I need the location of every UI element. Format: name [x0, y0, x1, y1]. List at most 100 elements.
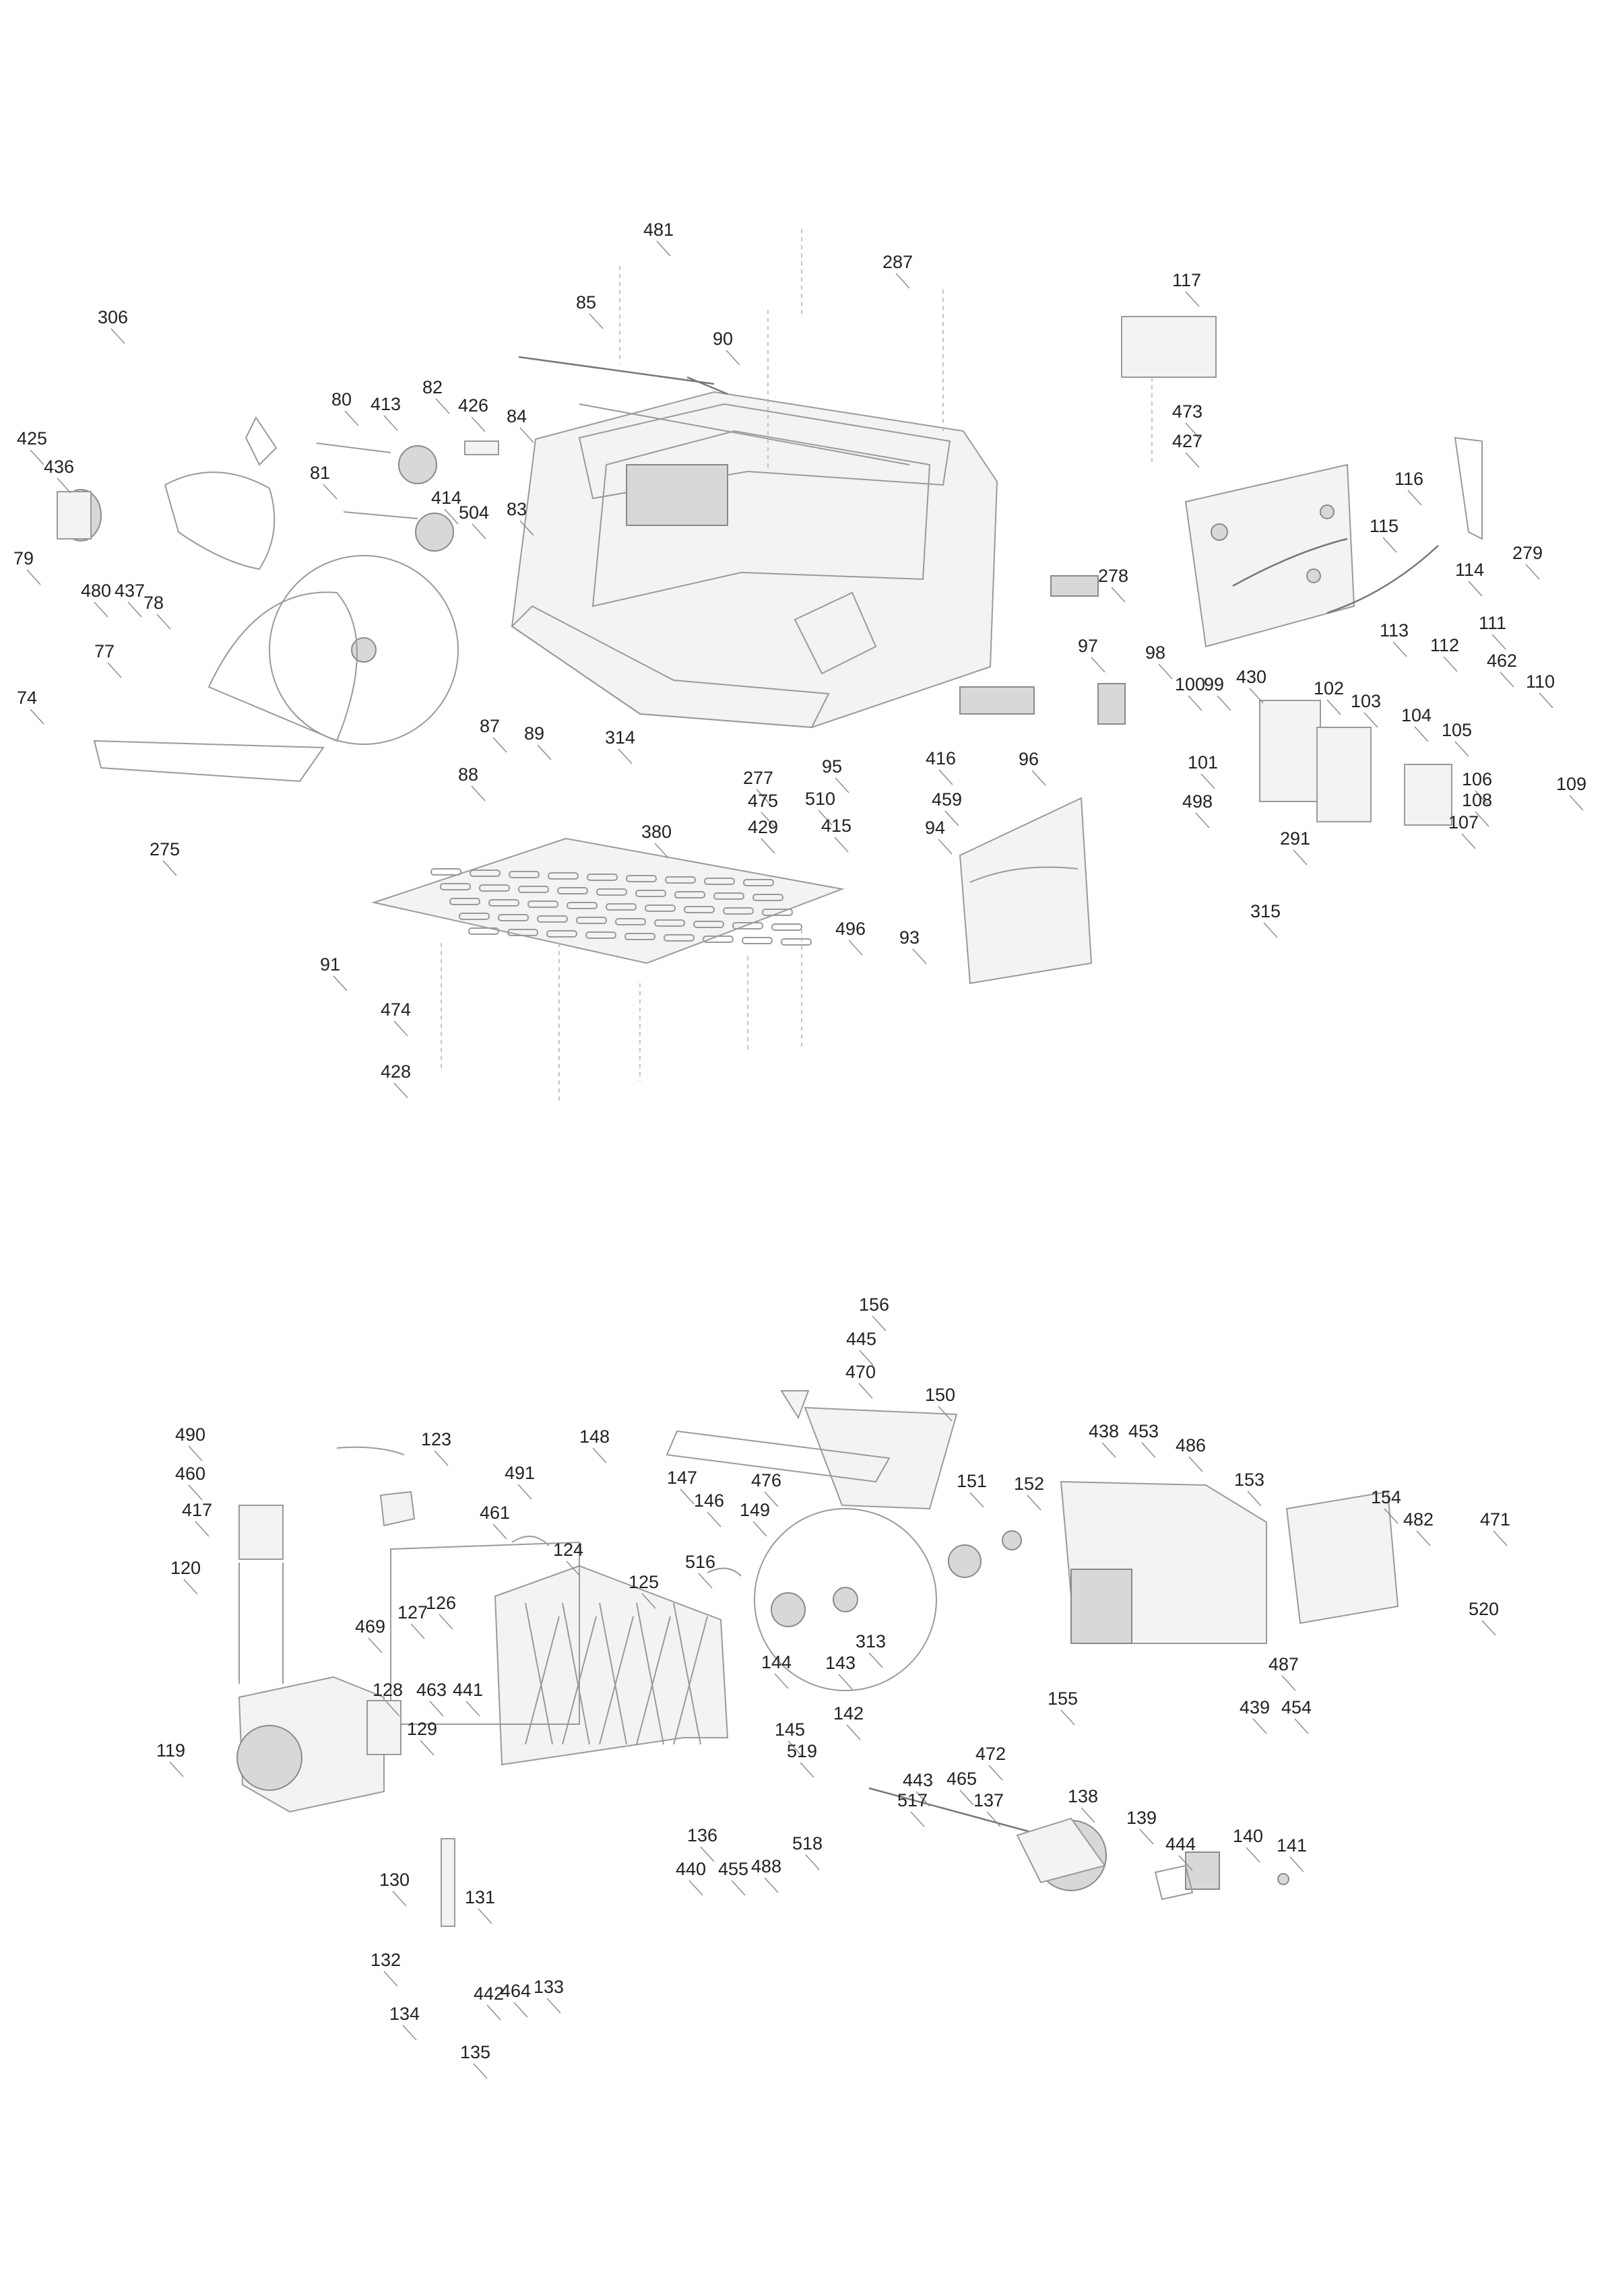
base-plate-slot — [606, 903, 637, 911]
bottom-part-label: 149 — [740, 1500, 770, 1520]
top-part-label: 473 — [1172, 401, 1202, 422]
frame-rib — [525, 1602, 553, 1745]
bottom-part-label: 461 — [480, 1503, 510, 1523]
base-plate-slot — [635, 890, 666, 897]
top-part-label: 81 — [310, 463, 330, 483]
leader-line — [30, 709, 44, 725]
right-side-panel — [1184, 436, 1483, 648]
base-plate-slot — [723, 907, 754, 915]
leader-line — [473, 2063, 488, 2079]
leader-line — [1188, 695, 1202, 711]
leader-line — [1247, 1490, 1262, 1507]
top-part-label: 98 — [1145, 643, 1165, 663]
leader-line — [761, 812, 775, 828]
top-part-label: 275 — [150, 839, 180, 859]
leader-line — [26, 569, 41, 585]
bottom-part-label: 444 — [1165, 1834, 1196, 1854]
base-plate-slot — [771, 923, 802, 931]
leader-line — [478, 1908, 492, 1924]
frame-brace — [525, 1616, 560, 1745]
leader-line — [698, 1573, 713, 1589]
top-part-label: 94 — [925, 818, 945, 838]
bottom-part-label: 442 — [474, 1983, 504, 2004]
leader-line — [938, 1406, 953, 1422]
leader-line — [1217, 695, 1231, 711]
base-plate-slot — [585, 931, 616, 939]
top-part-label: 459 — [932, 789, 962, 810]
leader-line — [1293, 849, 1308, 865]
leader-line — [834, 837, 849, 853]
base-plate-slot — [557, 887, 588, 894]
leader-line — [1539, 692, 1553, 709]
bottom-part-label: 144 — [761, 1652, 792, 1672]
leader-line — [1481, 1620, 1496, 1636]
top-part-label: 498 — [1182, 791, 1213, 812]
base-plate-slot — [537, 915, 568, 923]
base-plate-slot — [479, 884, 510, 892]
leader-line — [429, 1701, 444, 1717]
leader-line — [1443, 656, 1458, 672]
base-plate-slot — [732, 922, 763, 929]
leader-line — [1500, 671, 1514, 688]
frame-rib — [673, 1602, 701, 1745]
top-part-label: 91 — [320, 954, 340, 975]
base-plate-slot — [664, 934, 695, 942]
top-part-label: 496 — [835, 919, 866, 939]
bottom-part-label: 135 — [460, 2042, 490, 2062]
frame-brace — [599, 1616, 634, 1745]
leader-line — [1493, 1530, 1508, 1546]
leader-line — [393, 1020, 408, 1037]
base-plate-slot — [713, 892, 744, 900]
top-part-label: 436 — [44, 457, 74, 477]
leader-line — [1111, 587, 1126, 603]
base-plate-slot — [742, 937, 773, 944]
leader-line — [800, 1762, 814, 1778]
bottom-part-label: 488 — [751, 1856, 781, 1876]
top-part-label: 109 — [1556, 774, 1586, 794]
leader-line — [1139, 1829, 1154, 1845]
bottom-part-label: 124 — [553, 1540, 583, 1560]
leader-line — [1188, 1456, 1203, 1472]
base-plate-slot — [587, 874, 618, 881]
leader-line — [1461, 833, 1476, 849]
leader-line — [383, 415, 398, 431]
leader-line — [1407, 490, 1422, 506]
base-plate-slot — [596, 888, 627, 896]
top-part-label: 414 — [431, 488, 461, 508]
top-part-label: 277 — [743, 768, 773, 788]
leader-line — [434, 1450, 449, 1466]
top-part-label: 78 — [143, 593, 164, 613]
bottom-part-label: 154 — [1371, 1487, 1401, 1507]
bottom-part-label: 125 — [629, 1572, 659, 1592]
leader-line — [846, 1724, 861, 1740]
leader-line — [910, 1811, 925, 1827]
top-part-label: 104 — [1401, 705, 1432, 725]
top-part-label: 85 — [576, 292, 596, 313]
bottom-part-label: 136 — [687, 1825, 717, 1845]
base-plate-slot — [546, 930, 577, 938]
top-part-label: 314 — [605, 727, 635, 748]
leader-line — [872, 1315, 887, 1332]
leader-line — [471, 416, 486, 432]
bottom-part-label: 460 — [175, 1464, 205, 1484]
leader-line — [492, 1523, 507, 1540]
leader-line — [156, 614, 171, 630]
leader-line — [546, 1998, 561, 2014]
base-plate-slot — [752, 894, 783, 901]
top-part-label: 83 — [507, 499, 527, 519]
leader-line — [1294, 1718, 1309, 1734]
top-part-label: 82 — [422, 377, 443, 397]
base-plate-slot — [684, 906, 715, 913]
leader-line — [393, 1082, 408, 1098]
top-part-label: 115 — [1370, 516, 1399, 536]
top-part-label: 474 — [381, 999, 411, 1020]
leader-line — [1569, 795, 1584, 811]
bottom-part-label: 463 — [416, 1680, 447, 1700]
base-plate-slot — [781, 938, 812, 946]
top-part-label: 287 — [882, 252, 913, 272]
top-part-label: 74 — [17, 688, 37, 708]
leader-line — [1454, 741, 1469, 757]
bottom-part-label: 517 — [897, 1790, 928, 1810]
bottom-part-label: 142 — [833, 1703, 864, 1724]
